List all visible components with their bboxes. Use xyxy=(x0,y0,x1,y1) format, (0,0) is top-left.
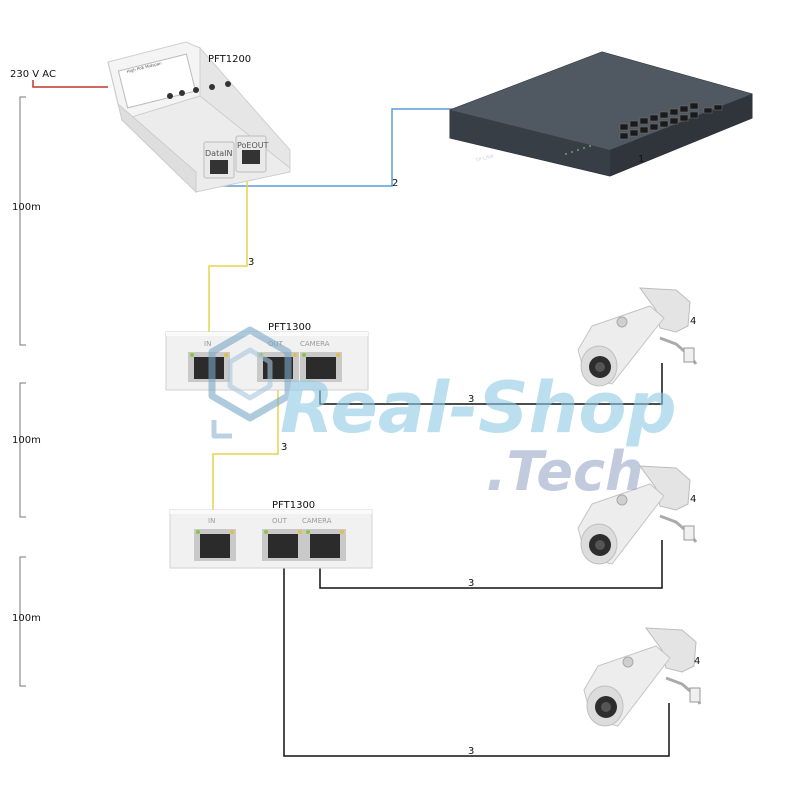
camera-3-number: 4 xyxy=(694,656,700,667)
tp-link-switch: TP-LINK xyxy=(449,51,753,177)
pft1300-b-camera-label: CAMERA xyxy=(302,517,332,525)
camera-2-number: 4 xyxy=(690,494,696,505)
poe-cable-1 xyxy=(208,174,248,340)
switch-brand: TP-LINK xyxy=(474,153,496,164)
watermark-logo-icon xyxy=(208,326,292,439)
switch-ports xyxy=(619,102,723,140)
pft1300-b-out-port xyxy=(262,529,304,561)
pft1300-b: IN OUT CAMERA xyxy=(169,509,373,569)
watermark: Real-Shop .Tech xyxy=(208,326,677,503)
pft1200-poe-out-port xyxy=(242,150,260,164)
distance-label-2: 100m xyxy=(12,435,41,446)
switch-leds xyxy=(565,145,591,155)
camera-cable-2-number: 3 xyxy=(468,578,474,589)
pft1200-data-in-port xyxy=(210,160,228,174)
distance-label-3: 100m xyxy=(12,613,41,624)
poe-cable-2 xyxy=(212,384,279,512)
pft1300-a-camera-label: CAMERA xyxy=(300,340,330,348)
watermark-line-1: Real-Shop xyxy=(280,367,677,449)
poe-cable-1-number: 3 xyxy=(248,257,254,268)
camera-1 xyxy=(577,287,698,387)
camera-cable-1 xyxy=(319,363,663,405)
camera-cable-3-number: 3 xyxy=(468,746,474,757)
poe-cable-2-number: 3 xyxy=(281,442,287,453)
watermark-line-2: .Tech xyxy=(486,440,643,503)
camera-cable-3 xyxy=(283,566,670,757)
pft1300-a-camera-port xyxy=(300,352,342,382)
camera-1-number: 4 xyxy=(690,316,696,327)
pft1300-a-in-label: IN xyxy=(204,340,211,348)
camera-2 xyxy=(577,465,698,565)
pft1300-b-out-label: OUT xyxy=(272,517,288,525)
camera-cable-1-number: 3 xyxy=(468,394,474,405)
pft1200-data-in-label: DataIN xyxy=(205,149,232,158)
certification-marks xyxy=(167,81,231,99)
pft1300-b-in-port xyxy=(194,529,236,561)
pft1200-injector: High PoE Midspan DataIN PoEOUT xyxy=(107,41,291,194)
pft1200-name: PFT1200 xyxy=(208,54,251,65)
distance-label-1: 100m xyxy=(12,202,41,213)
distance-bracket-2 xyxy=(19,382,26,518)
pft1300-b-camera-port xyxy=(304,529,346,561)
pft1300-b-name: PFT1300 xyxy=(272,500,315,511)
distance-bracket-3 xyxy=(19,556,26,687)
switch-number: 1 xyxy=(638,154,644,165)
pft1300-b-in-label: IN xyxy=(208,517,215,525)
distance-bracket-1 xyxy=(19,96,26,346)
pft1200-poe-out-label: PoEOUT xyxy=(237,141,269,150)
power-label: 230 V AC xyxy=(10,69,56,80)
camera-cable-2 xyxy=(319,540,663,589)
camera-3 xyxy=(583,627,702,727)
power-wire xyxy=(32,80,108,88)
pft1200-sticker xyxy=(117,53,197,109)
pft1300-a-name: PFT1300 xyxy=(268,322,311,333)
uplink-cable-number: 2 xyxy=(392,178,398,189)
